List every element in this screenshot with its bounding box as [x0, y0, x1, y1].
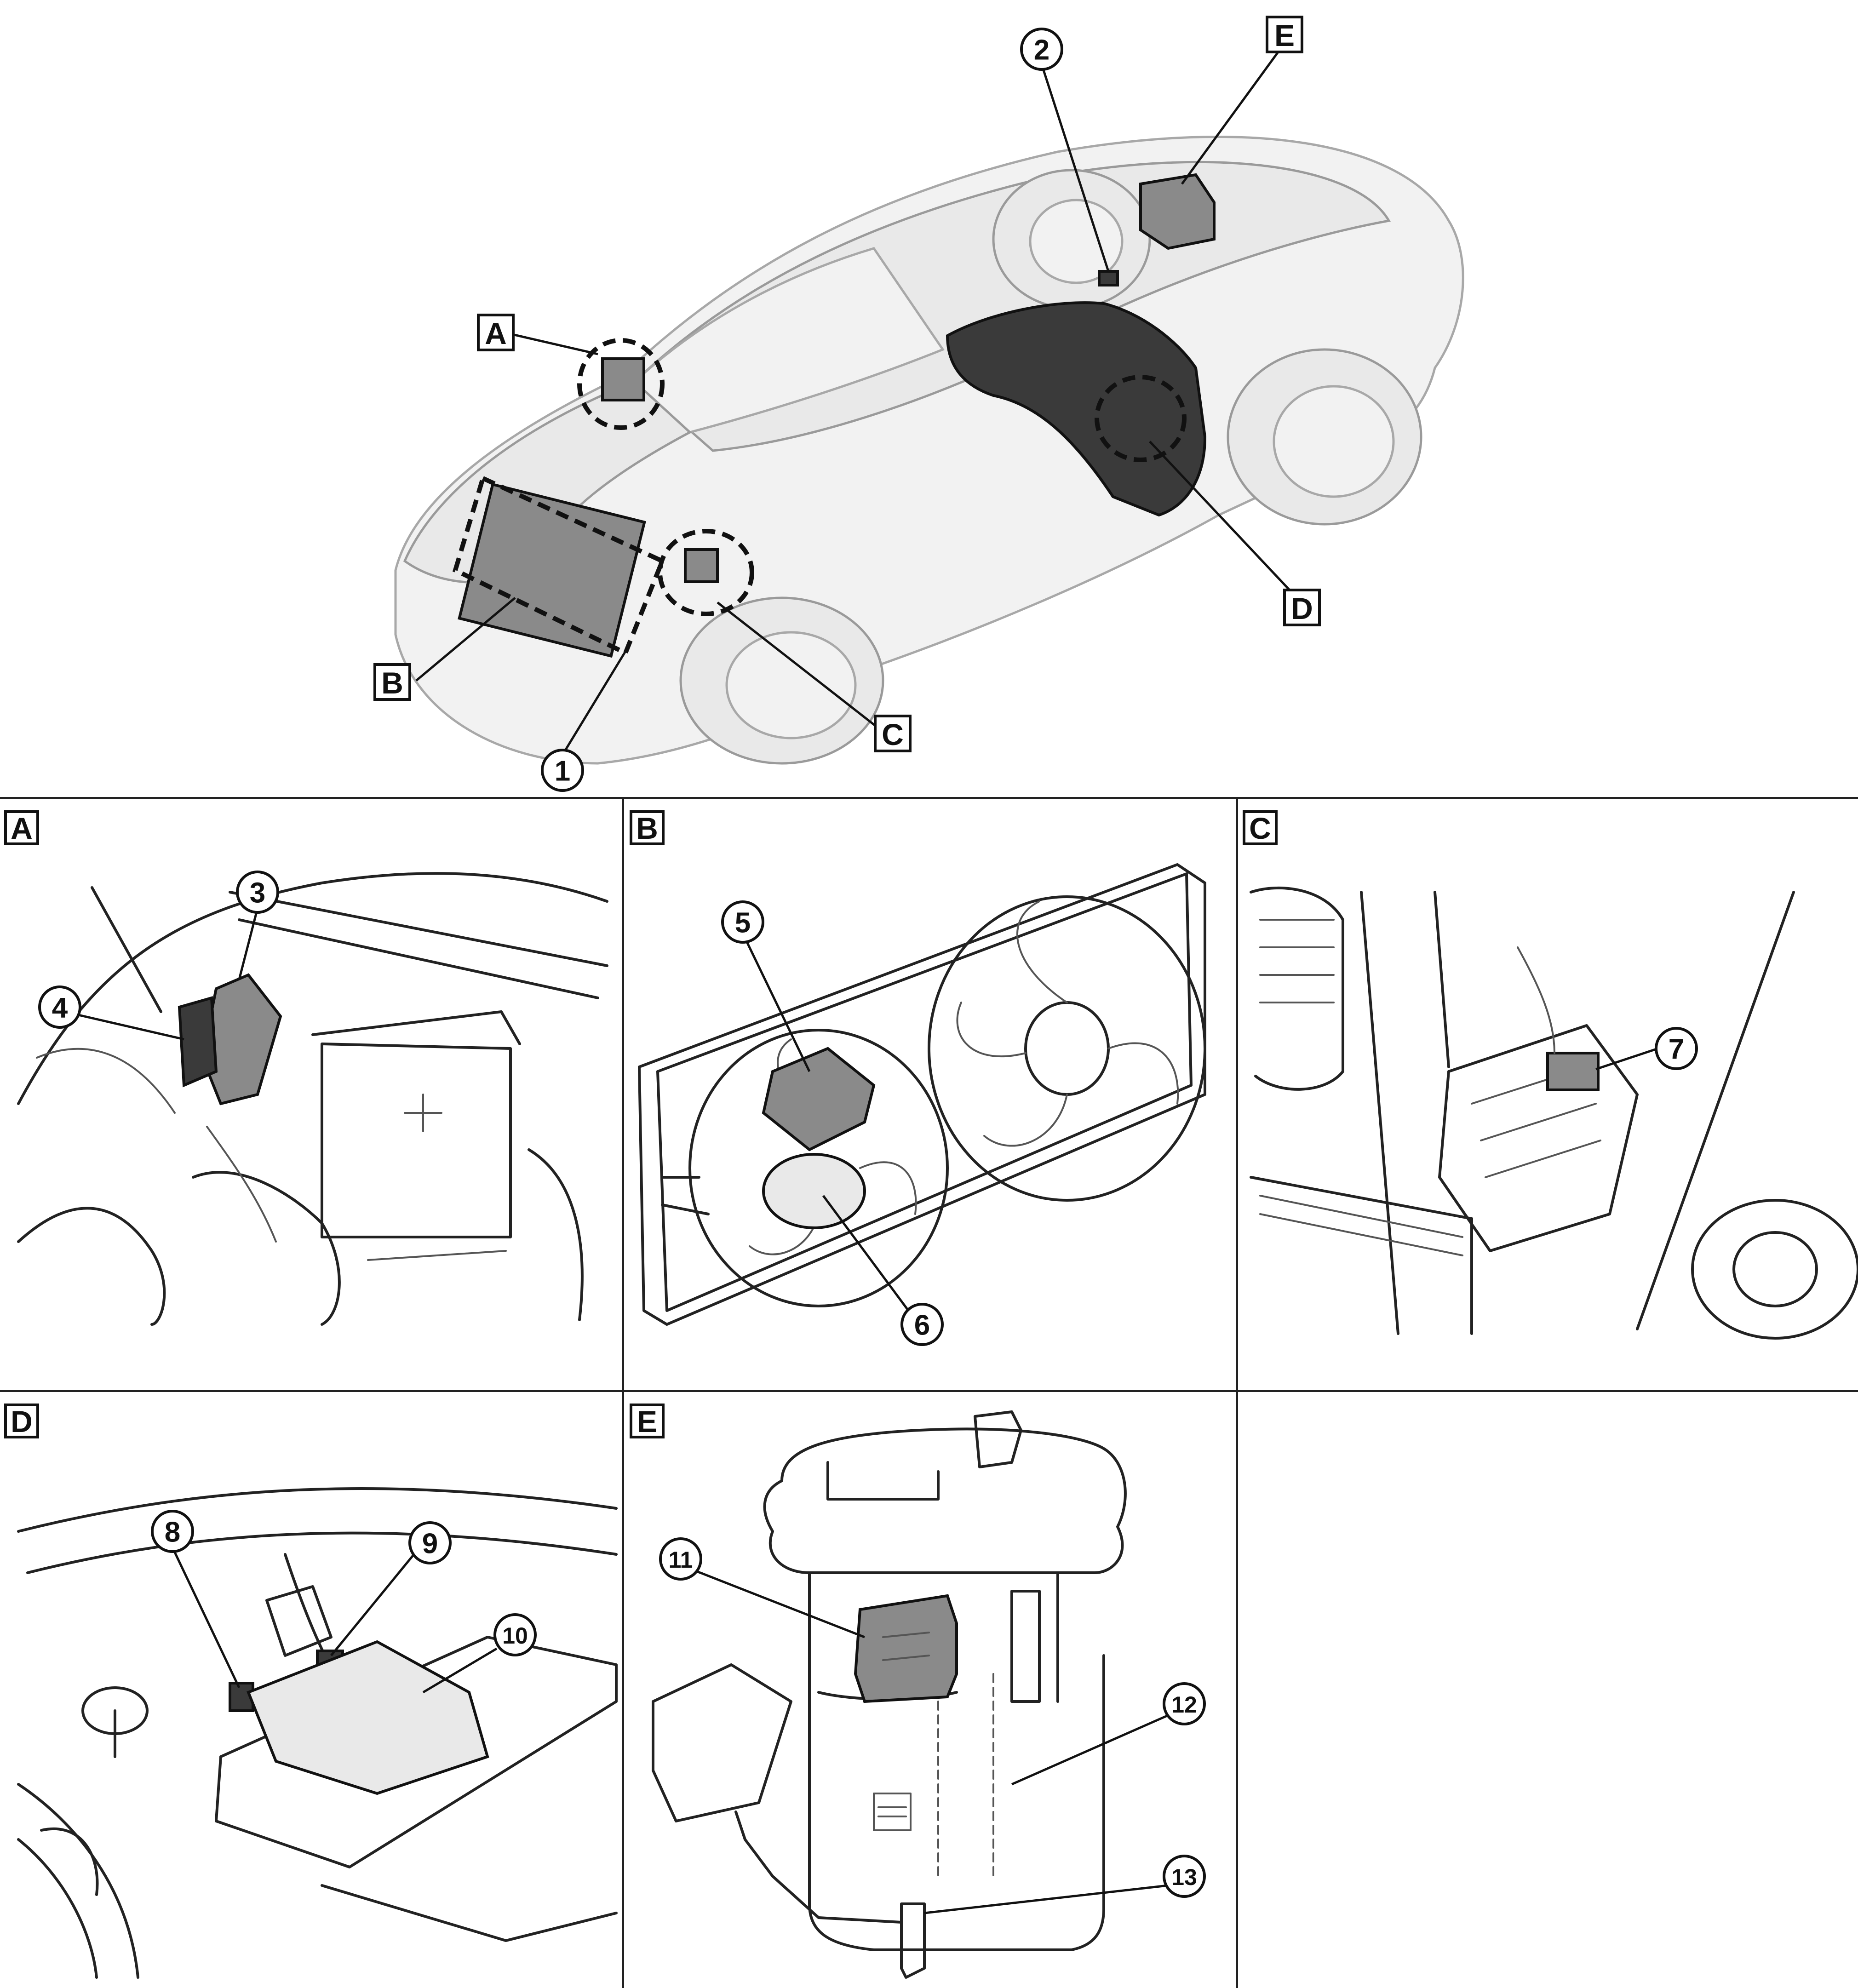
callout-2: 2	[1020, 28, 1063, 71]
leader-1	[564, 643, 631, 751]
cover-10	[247, 1640, 489, 1795]
svg-text:5: 5	[735, 907, 751, 939]
callout-11: 11	[659, 1537, 702, 1581]
callout-13: 13	[1163, 1855, 1206, 1898]
rear-right-wheel	[992, 169, 1151, 309]
vehicle-overview: A B C D E 1 2	[373, 16, 1464, 792]
rear-module	[1139, 173, 1216, 250]
panel-grid	[0, 797, 1858, 1988]
underbody-drawing	[17, 1487, 618, 1979]
callout-8: 8	[151, 1510, 194, 1553]
svg-text:12: 12	[1171, 1692, 1197, 1718]
panel-b: B 5 6	[630, 810, 1206, 1346]
svg-text:C: C	[1249, 811, 1271, 845]
svg-text:B: B	[381, 666, 403, 700]
vehicle-body	[394, 136, 1464, 765]
area-label-c: C	[874, 715, 912, 752]
module-a	[601, 357, 645, 401]
area-label-e: E	[1266, 16, 1303, 53]
area-d-highlight	[1095, 375, 1187, 462]
svg-text:3: 3	[250, 877, 265, 909]
fuel-pump-drawing	[652, 1410, 1127, 1979]
leader-d	[1149, 441, 1298, 599]
component-6	[762, 1153, 866, 1229]
leader-a	[508, 332, 598, 355]
callout-10: 10	[493, 1613, 537, 1656]
svg-text:D: D	[1291, 591, 1313, 625]
leader-b	[415, 597, 516, 682]
component-5	[762, 1047, 876, 1152]
leader-2	[1040, 64, 1110, 272]
svg-text:2: 2	[1034, 34, 1049, 66]
callout-6: 6	[900, 1303, 944, 1346]
panel-d: D 8 9	[4, 1404, 618, 1979]
svg-text:9: 9	[422, 1528, 438, 1560]
svg-text:8: 8	[165, 1517, 180, 1548]
component-7	[1546, 1052, 1600, 1091]
svg-text:11: 11	[669, 1547, 693, 1573]
svg-text:13: 13	[1171, 1864, 1197, 1890]
area-a-highlight	[577, 338, 665, 430]
leader-c	[717, 602, 886, 734]
area-label-a: A	[477, 314, 515, 351]
panel-c: C 7	[1243, 810, 1858, 1340]
component-2	[1098, 270, 1119, 286]
callout-7: 7	[1655, 1027, 1698, 1070]
engine-bay-drawing	[17, 872, 608, 1326]
svg-text:E: E	[637, 1404, 657, 1438]
front-left-wheel	[679, 596, 884, 765]
area-c-highlight	[658, 529, 754, 616]
area-b-highlight	[452, 475, 665, 656]
area-label-d: D	[1283, 589, 1321, 626]
callout-3: 3	[236, 871, 279, 914]
connector-13	[900, 1902, 926, 1979]
module-11	[854, 1594, 958, 1703]
wheelhouse-drawing	[1250, 886, 1858, 1340]
svg-text:10: 10	[502, 1623, 528, 1649]
callout-1: 1	[541, 749, 584, 792]
callout-5: 5	[721, 900, 764, 944]
windshield	[633, 247, 945, 434]
module-4	[178, 996, 218, 1088]
panel-e: E 11 12	[630, 1404, 1206, 1979]
leader-e	[1181, 47, 1282, 185]
callout-9: 9	[408, 1521, 452, 1564]
svg-text:C: C	[882, 717, 904, 751]
svg-text:A: A	[485, 316, 507, 350]
area-label-b: B	[373, 663, 411, 701]
svg-text:6: 6	[914, 1310, 930, 1341]
svg-text:D: D	[11, 1404, 33, 1438]
svg-text:A: A	[11, 811, 33, 845]
svg-text:E: E	[1274, 18, 1295, 52]
panel-a: A 3 4	[4, 810, 608, 1326]
rear-left-wheel	[1227, 348, 1422, 526]
callout-12: 12	[1163, 1682, 1206, 1725]
svg-text:B: B	[636, 811, 658, 845]
radiator-fan-assembly	[458, 482, 646, 658]
svg-text:1: 1	[555, 756, 570, 787]
cooling-fan-drawing	[638, 863, 1206, 1326]
callout-4: 4	[38, 985, 81, 1029]
module-c	[684, 548, 719, 583]
svg-text:4: 4	[52, 992, 68, 1024]
svg-text:7: 7	[1669, 1034, 1684, 1066]
